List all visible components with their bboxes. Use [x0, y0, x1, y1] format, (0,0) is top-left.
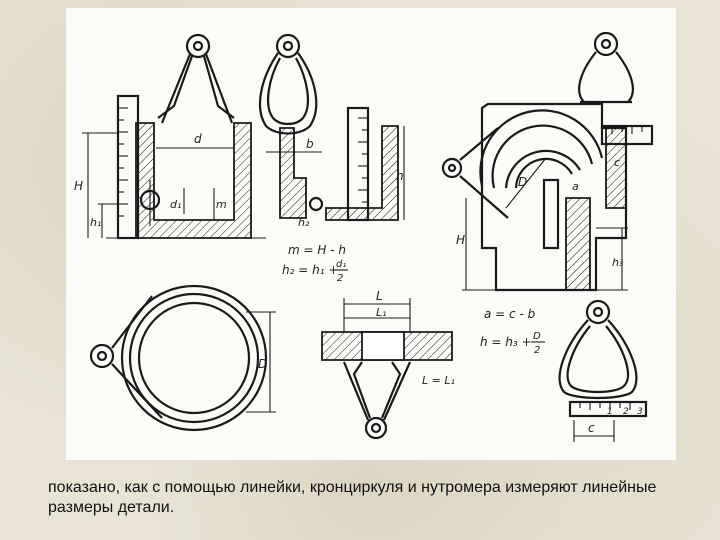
- figure-step-measurement: b h h₂ m = H - h h₂ = h₁ + d₁ 2: [258, 33, 405, 284]
- label-a: a: [572, 180, 579, 193]
- scale-1: 1: [607, 407, 613, 417]
- drawing-panel: d H h₁ d₁ m: [66, 8, 676, 460]
- label-D: D: [518, 175, 527, 189]
- caliper-pivot-6: [585, 299, 611, 325]
- label-c: c: [614, 156, 620, 169]
- label-m: m: [216, 198, 227, 211]
- caliper-pivot-5: [364, 416, 388, 440]
- figure-caliper-ruler: 1 2 3 c: [558, 299, 648, 442]
- formula-a: a = c - b: [484, 307, 536, 321]
- label-L: L: [376, 289, 383, 303]
- scale-2: 2: [623, 407, 629, 417]
- formula-h2-den: 2: [337, 273, 343, 284]
- label-h3: h₃: [612, 256, 624, 269]
- formula-m: m = H - h: [288, 243, 346, 257]
- formula-h2: h₂ = h₁ +: [282, 263, 338, 277]
- label-L1: L₁: [376, 306, 387, 319]
- label-H: H: [74, 179, 83, 193]
- figure-housing-measurement: D a c H h₃: [441, 31, 654, 292]
- ruler-3: [568, 400, 648, 418]
- formula-h2-num: d₁: [336, 259, 346, 270]
- caliper-pivot-2: [275, 33, 301, 59]
- caliper-pivot-4: [89, 343, 115, 369]
- formula-h-num: D: [533, 331, 541, 342]
- formula-h: h = h₃ +: [480, 335, 532, 349]
- slide-caption: показано, как с помощью линейки, кронцир…: [48, 479, 657, 516]
- label-H-right: H: [456, 233, 465, 247]
- label-D-left: D: [258, 357, 267, 371]
- caliper-pivot-3: [593, 31, 619, 57]
- label-h1: h₁: [90, 216, 101, 229]
- label-h2: h₂: [298, 216, 310, 229]
- label-L-eq: L = L₁: [422, 374, 455, 387]
- technical-drawing: d H h₁ d₁ m: [74, 31, 654, 442]
- label-b: b: [306, 137, 314, 151]
- label-c-bottom: c: [588, 421, 595, 435]
- figure-flange-measurement: D: [89, 284, 276, 432]
- label-d: d: [194, 132, 202, 146]
- figure-box-measurement: d H h₁ d₁ m: [74, 33, 266, 240]
- ruler-2: [346, 106, 370, 222]
- scale-3: 3: [637, 407, 643, 417]
- caliper-pivot: [185, 33, 211, 59]
- formula-h-den: 2: [534, 345, 540, 356]
- label-h: h: [396, 169, 404, 183]
- label-d1: d₁: [170, 198, 181, 211]
- ruler: [116, 94, 140, 240]
- figure-length-measurement: L L₁ L = L₁ a = c - b h = h₃ + D 2: [321, 289, 545, 440]
